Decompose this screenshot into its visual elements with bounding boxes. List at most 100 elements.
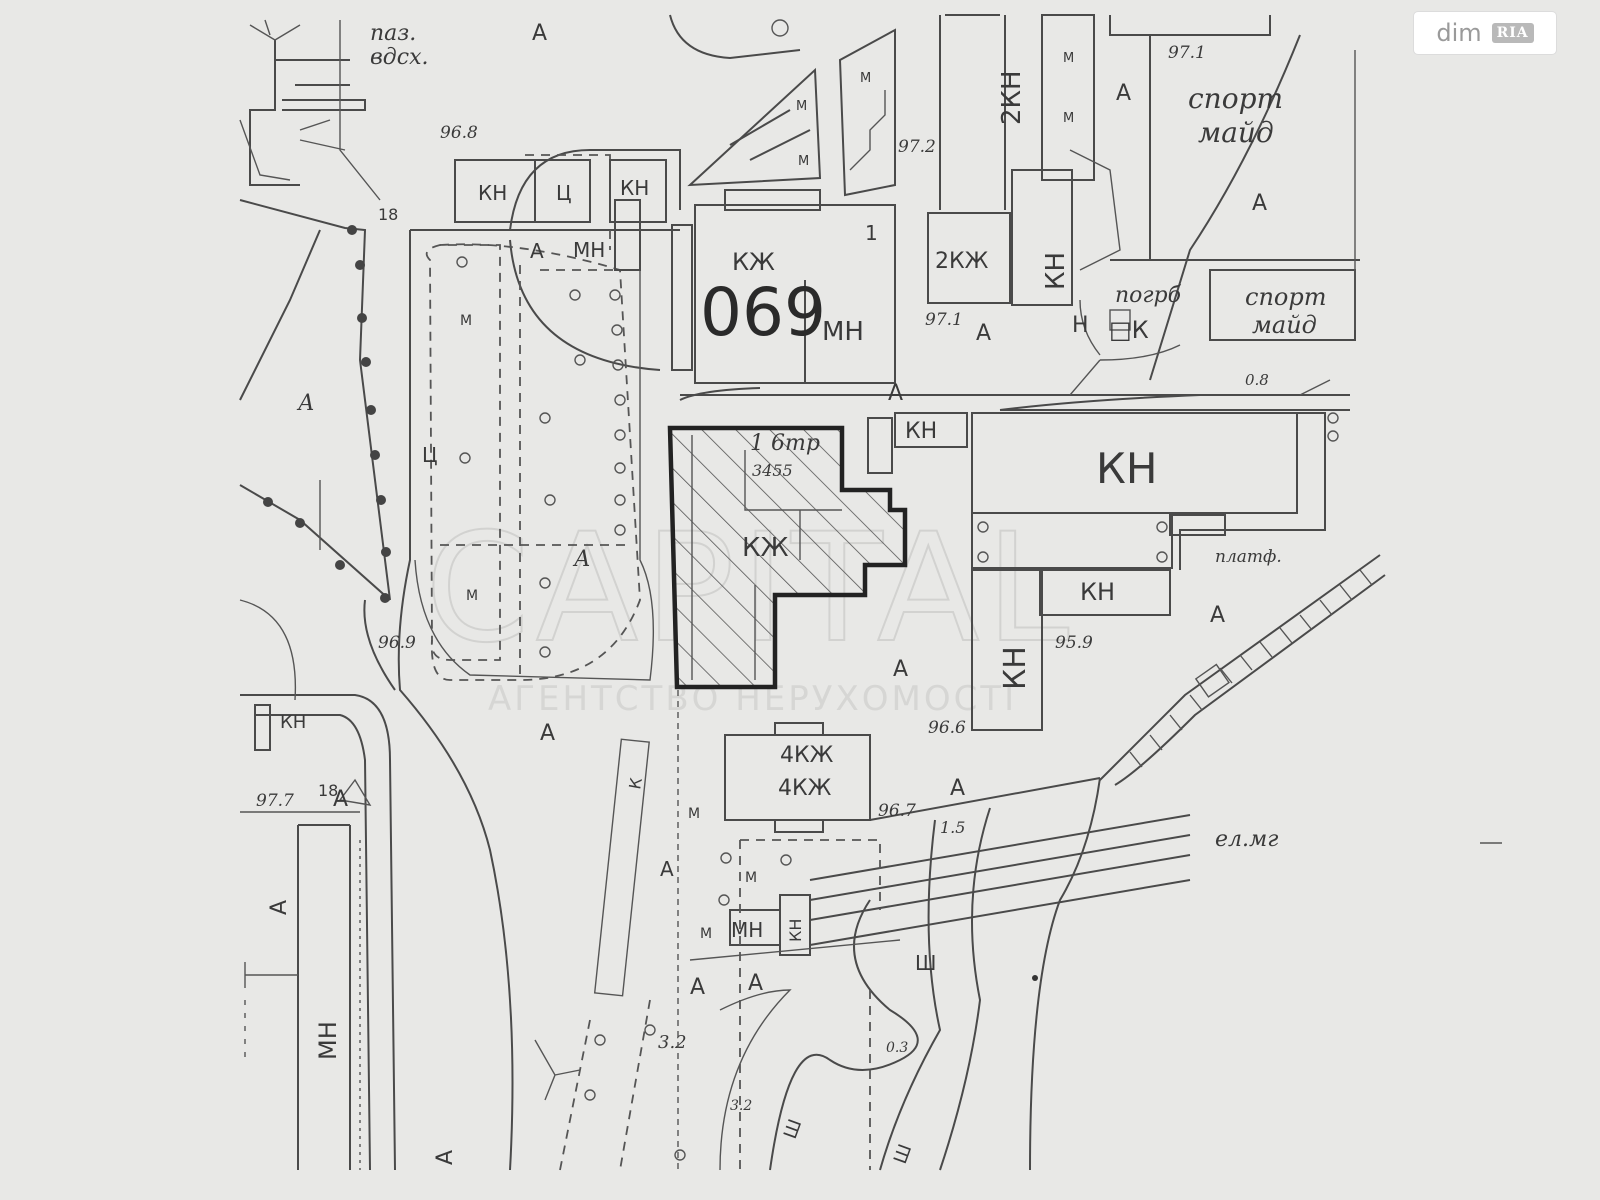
label-a-parking: А [572,547,591,572]
elev-977: 97.7 [256,791,294,811]
parcel-label-top: 1 6тр [750,431,820,456]
label-m-tri-1: М [796,99,807,114]
label-a-r3: А [1210,603,1225,628]
parcel-label-center: КЖ [742,533,788,563]
rail-line [1099,554,1386,786]
central-path [534,690,686,1171]
label-a-left: А [296,391,315,416]
elev-08: 0.8 [1245,371,1269,389]
elev-971-mid: 97.1 [925,310,963,330]
label-a-ur-3: А [976,321,991,346]
elev-967: 96.7 [878,801,916,821]
elev-966: 96.6 [928,718,966,738]
label-pazvsx-2: вдсх. [370,45,428,70]
triangle-lots [669,14,896,197]
label-a-top: А [532,21,547,46]
label-kn-ur: КН [1041,252,1071,290]
label-2kzh: 2КЖ [935,249,989,274]
label-ts-parking: Ц [422,443,438,467]
label-h-ur: Н [1072,313,1089,338]
label-sport-2b: майд [1252,311,1317,339]
label-pazvsx-1: паз. [370,21,416,46]
label-4kzh-1: 4КЖ [780,743,834,768]
label-kn-ll: КН [280,712,306,733]
roads [363,229,1350,1171]
label-m-tri-3: М [860,71,871,86]
label-kzh-069: КЖ [732,248,775,276]
elev-968: 96.8 [440,123,478,143]
label-kn-t1: КН [478,181,507,205]
label-a-ll1: А [333,787,348,812]
parking-area [414,149,681,681]
label-k-c: К [625,776,646,791]
label-m-parking-1: М [460,313,472,329]
label-m-ur-2: М [1063,111,1074,126]
label-elmg: ел.мг [1215,827,1278,852]
elev-32a: 3.2 [658,1032,687,1053]
label-a-s2: А [690,975,705,1000]
label-a-c1: А [540,721,555,746]
label-kn-s: КН [786,919,805,942]
label-kn-t3: КН [620,176,649,200]
buildings-top [454,159,667,271]
label-a-r2: А [893,657,908,682]
label-a-mn: А [530,239,544,263]
label-kn-r4: КН [998,646,1033,690]
label-a-ur-1: А [1116,81,1131,106]
label-a-ll3: А [433,1150,458,1165]
label-a-c2: А [660,857,674,881]
utility-lines-left [239,199,391,603]
label-sport-1a: спорт [1188,82,1283,115]
label-a-ur-2: А [1252,191,1267,216]
selected-parcel [667,425,908,690]
label-m-c1: М [688,806,700,822]
label-platf: платф. [1215,547,1282,567]
label-one: 1 [865,221,878,245]
label-m-c2: М [700,926,712,942]
label-2kn: 2КН [997,70,1027,125]
label-sh-1: Ш [915,951,936,975]
label-4kzh-2: 4КЖ [778,776,832,801]
elev-15: 1.5 [940,818,965,837]
buildings-south [689,722,1191,1171]
label-sport-1b: майд [1198,116,1274,149]
label-a-s1: А [950,776,965,801]
label-a-r1: А [888,381,903,406]
elev-18a: 18 [378,205,398,224]
point-mark [1032,975,1038,981]
buildings-right [867,412,1339,731]
logo-dim-text: dim [1436,19,1482,47]
elev-969: 96.9 [378,633,416,653]
elev-959: 95.9 [1055,633,1093,653]
label-kn-r3: КН [1080,578,1115,606]
label-a-ll2: А [267,900,292,915]
label-okn: □К [1109,316,1149,344]
building-block-069 [671,189,896,384]
label-sport-2a: спорт [1245,283,1326,311]
label-m-c3: М [745,870,757,886]
elev-18b: 18 [318,781,338,800]
water-intake [239,19,381,201]
label-mn-ll: МН [314,1021,342,1060]
label-m-tri-2: М [798,154,809,169]
label-mn-t: МН [573,238,605,262]
elev-32b: 3.2 [730,1098,752,1114]
label-mn-s: МН [731,918,763,942]
elev-972: 97.2 [898,137,936,157]
block-number: 069 [700,274,826,351]
label-sh-2: Ш [780,1116,806,1141]
label-mn-069: МН [822,317,864,347]
buildings-upper-right [927,14,1360,396]
elev-03: 0.3 [886,1040,908,1056]
label-sh-3: Ш [890,1141,916,1166]
label-m-parking-2: М [466,588,478,604]
label-ts-t2: Ц [556,181,572,205]
label-pogreb: погрб [1115,283,1182,308]
label-kn-r1: КН [905,419,937,444]
logo-ria-badge: RIA [1491,23,1534,43]
lower-left [239,599,396,1171]
parcel-label-code: 3455 [752,461,793,480]
label-a-s3: А [748,971,763,996]
dim-ria-logo[interactable]: dim RIA [1414,12,1556,54]
